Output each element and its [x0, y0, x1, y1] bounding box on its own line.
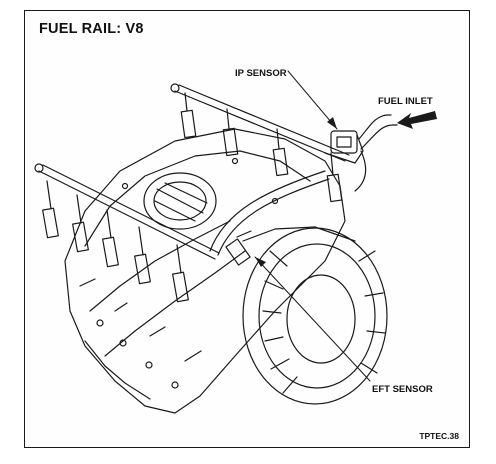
rear-injectors — [180, 92, 343, 203]
intake-manifold — [64, 128, 346, 414]
diagram-frame: FUEL RAIL: V8 IP SENSOR FUEL INLET EFT S… — [24, 10, 470, 448]
fuel-inlet-arrow — [397, 111, 437, 129]
diagram-title: FUEL RAIL: V8 — [39, 21, 144, 37]
fuel-inlet-label: FUEL INLET — [378, 96, 433, 107]
figure-code: TPTEC.38 — [419, 431, 459, 441]
rear-fuel-rail — [174, 90, 346, 162]
ip-sensor-label: IP SENSOR — [235, 68, 287, 79]
intake-elbow — [242, 227, 388, 405]
ip-sensor-body — [324, 130, 364, 164]
front-fuel-rail — [38, 170, 216, 260]
crossover-tube — [209, 170, 326, 252]
ip-sensor-leader — [287, 70, 338, 130]
eft-sensor-label: EFT SENSOR — [372, 384, 433, 395]
fuel-inlet-pipe — [358, 114, 392, 140]
throttle-body — [143, 172, 217, 230]
eft-sensor-leader — [254, 256, 371, 382]
front-injectors — [42, 180, 189, 303]
eft-sensor-body — [225, 230, 252, 266]
engine-illustration — [34, 70, 437, 414]
